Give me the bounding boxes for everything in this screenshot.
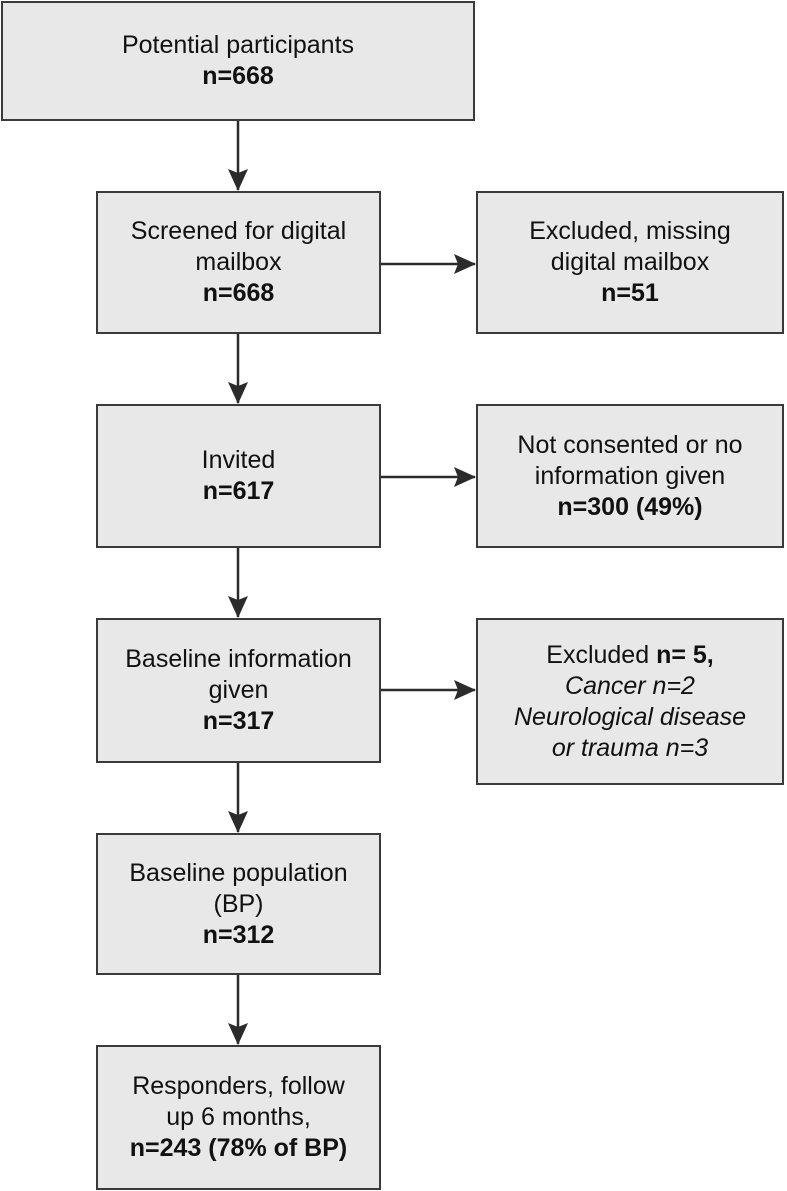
box-baseline-information: Baseline information given n=317 (96, 618, 381, 763)
responders-line1: Responders, follow (132, 1072, 345, 1100)
not-consented-line1: Not consented or no (517, 430, 743, 459)
box-not-consented: Not consented or no information given n=… (476, 404, 784, 548)
baseline-info-line2: given (208, 676, 269, 704)
responders-line2: up 6 months, (166, 1103, 311, 1131)
excluded-conditions-line1: Excluded n= 5, (546, 640, 713, 671)
invited-label: Invited (201, 446, 276, 474)
baseline-pop-count: n=312 (202, 920, 275, 949)
baseline-info-count: n=317 (202, 707, 275, 735)
box-responders: Responders, follow up 6 months, n=243 (7… (96, 1045, 381, 1190)
excluded-conditions-prefix: Excluded (546, 640, 657, 669)
box-invited: Invited n=617 (96, 404, 381, 548)
box-excluded-mailbox: Excluded, missing digital mailbox n=51 (476, 191, 784, 334)
excluded-mailbox-count: n=51 (601, 279, 659, 307)
excluded-mailbox-line1: Excluded, missing (529, 217, 731, 245)
excluded-neurological: Neurological disease (513, 702, 747, 731)
potential-label: Potential participants (121, 31, 355, 59)
baseline-pop-line1: Baseline population (129, 858, 348, 887)
baseline-info-line1: Baseline information (125, 645, 352, 673)
not-consented-count: n=300 (49%) (557, 492, 703, 521)
box-excluded-conditions: Excluded n= 5, Cancer n=2 Neurological d… (476, 618, 784, 785)
box-potential-participants: Potential participants n=668 (1, 1, 475, 121)
screened-line2: mailbox (195, 248, 282, 276)
excluded-conditions-count: n= 5, (656, 640, 714, 669)
invited-count: n=617 (202, 477, 275, 505)
box-screened: Screened for digital mailbox n=668 (96, 191, 381, 334)
screened-line1: Screened for digital (130, 217, 347, 245)
excluded-cancer: Cancer n=2 (565, 671, 695, 700)
baseline-pop-line2: (BP) (213, 889, 264, 918)
screened-count: n=668 (202, 279, 275, 307)
potential-count: n=668 (202, 62, 274, 90)
excluded-mailbox-line2: digital mailbox (550, 248, 710, 276)
not-consented-line2: information given (534, 461, 726, 490)
box-baseline-population: Baseline population (BP) n=312 (96, 833, 381, 975)
excluded-trauma: or trauma n=3 (551, 733, 709, 762)
responders-count: n=243 (78% of BP) (129, 1134, 348, 1162)
